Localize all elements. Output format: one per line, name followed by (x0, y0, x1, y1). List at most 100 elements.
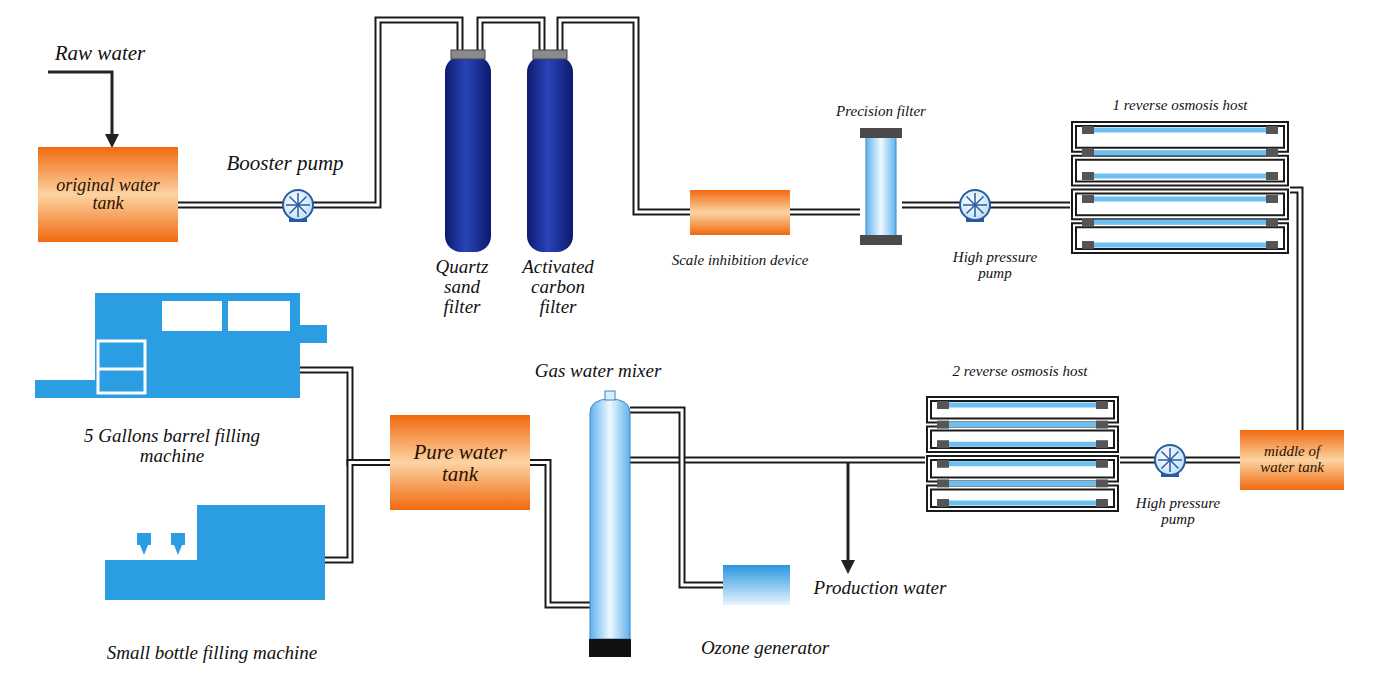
production-water-line (847, 463, 850, 562)
part-label: 5 Gallons barrel filling machine (65, 426, 280, 466)
high-pressure-pump: High pressure pump (1155, 445, 1185, 475)
tube-cap (1082, 149, 1094, 157)
booster-pump-drawing (283, 190, 313, 220)
pipe-core (560, 20, 690, 212)
tube-cap (1266, 218, 1278, 226)
ro-manifold (1074, 225, 1286, 251)
ro-manifold-core (1074, 192, 1286, 218)
flow-label: Raw water (55, 42, 145, 64)
pipe (178, 205, 283, 206)
pipe-connector (530, 463, 590, 606)
impeller-blade (297, 193, 299, 205)
part-label: 1 reverse osmosis host (1113, 98, 1248, 114)
ro-manifold (929, 458, 1116, 480)
filling-machine-drawing (35, 293, 300, 398)
raw-water-arrow (48, 72, 119, 148)
tube-cap (1082, 126, 1094, 134)
machine-body (197, 505, 325, 600)
impeller-blade (1170, 460, 1178, 468)
machine-outlet (300, 325, 327, 343)
membrane-tube (947, 461, 1098, 466)
part-label: High pressure pump (1122, 496, 1234, 528)
ro-host-drawing (1070, 120, 1290, 255)
production-water-arrow (841, 463, 855, 574)
ro-manifold (1074, 158, 1286, 184)
part-label: Gas water mixer (535, 361, 662, 381)
pump-body (1155, 445, 1185, 475)
ro-manifold (1074, 124, 1286, 150)
impeller-blade (967, 205, 975, 213)
pipe-core (325, 463, 390, 561)
impeller-blade (974, 193, 976, 205)
filter-cap (860, 235, 902, 245)
impeller-blade (1162, 460, 1170, 468)
impeller-blade (975, 197, 983, 205)
filling-machine-drawing (105, 505, 325, 600)
pipe-core (313, 20, 460, 205)
booster-pump: Booster pump (283, 190, 313, 220)
membrane-tube (947, 422, 1098, 427)
gas-water-mixer-drawing (590, 395, 630, 657)
carbon-filter: Activated carbon filter (527, 52, 573, 252)
filling-nozzle (137, 533, 151, 545)
ro-manifold-core (929, 458, 1116, 480)
pipe-core (178, 204, 283, 207)
tube-cap (1096, 479, 1108, 487)
ro-manifold-core (1074, 225, 1286, 251)
impeller-blade (297, 205, 299, 217)
tube-cap (937, 499, 949, 507)
tube-cap (1082, 195, 1094, 203)
part-label: High pressure pump (939, 250, 1051, 282)
impeller-blade (290, 197, 298, 205)
pipe-core (1185, 459, 1240, 462)
tube-cap (1082, 172, 1094, 180)
filter-body (866, 136, 896, 237)
vessel-cap (533, 50, 567, 59)
impeller-blade (298, 197, 306, 205)
pipe-connector (790, 209, 860, 216)
pipe (1290, 190, 1300, 430)
tube-cap (1096, 401, 1108, 409)
impeller-blade (298, 205, 306, 213)
sand-filter-drawing (445, 52, 491, 252)
mixer-cap (605, 391, 615, 400)
water-tank: Pure water tank (390, 415, 530, 510)
membrane-tube (1092, 151, 1268, 156)
pipe (1185, 460, 1240, 461)
ozone-body (723, 565, 790, 605)
ozone-generator-drawing (723, 565, 790, 605)
mixer-base (589, 639, 631, 657)
flow-label: Production water (814, 578, 947, 598)
membrane-tube (1092, 197, 1268, 202)
nozzle-tip (174, 545, 182, 555)
tube-cap (1082, 218, 1094, 226)
vessel-body (527, 56, 573, 252)
impeller-blade (963, 204, 975, 206)
impeller-blade (974, 205, 976, 217)
water-tank: original water tank (38, 147, 178, 242)
pipe (630, 410, 723, 585)
machine-door-bar (98, 368, 145, 371)
pipe-connector (1120, 457, 1155, 464)
filter-cap (860, 128, 902, 138)
impeller-blade (967, 197, 975, 205)
tube-cap (1266, 241, 1278, 249)
pipe-connector (1185, 457, 1240, 464)
impeller-blade (1169, 460, 1171, 472)
tube-cap (937, 401, 949, 409)
tube-cap (1096, 499, 1108, 507)
membrane-tube (1092, 128, 1268, 133)
part-label: Scale inhibition device (672, 253, 809, 269)
pump-body (283, 190, 313, 220)
pipe (1120, 460, 1155, 461)
pipe-core (1120, 459, 1155, 462)
ro-manifold (929, 399, 1116, 421)
pipe-core (480, 20, 542, 52)
pipe (630, 460, 925, 461)
membrane-tube (947, 481, 1098, 486)
pipe (790, 212, 860, 213)
mixer-body (590, 399, 630, 639)
impeller-blade (286, 204, 298, 206)
pipe (325, 463, 390, 561)
tank-label: Pure water tank (405, 440, 515, 484)
